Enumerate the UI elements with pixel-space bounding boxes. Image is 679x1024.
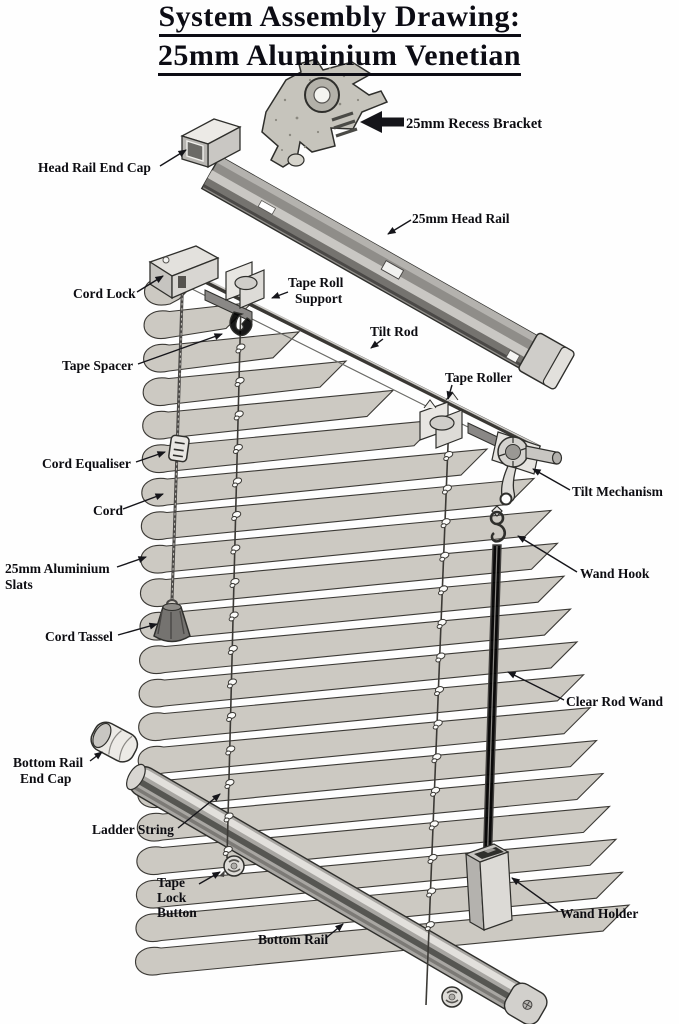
label-cord: Cord bbox=[93, 503, 123, 518]
ladder-clip bbox=[434, 686, 445, 697]
label-bottom-rail-end-cap-1: Bottom Rail bbox=[13, 755, 83, 770]
wand-holder-part bbox=[464, 843, 513, 932]
ladder-clip bbox=[428, 820, 439, 831]
label-tape-lock-button-1: Tape bbox=[157, 875, 185, 890]
bottom-rail-end-cap-part bbox=[90, 721, 139, 763]
ladder-clip bbox=[432, 719, 443, 730]
ladder-string-right bbox=[425, 419, 450, 1006]
ladder-clip bbox=[233, 410, 244, 421]
title-line-1: System Assembly Drawing: bbox=[158, 0, 521, 37]
label-wand-holder: Wand Holder bbox=[560, 906, 638, 921]
label-cord-tassel: Cord Tassel bbox=[45, 629, 113, 644]
label-tape-lock-button-2: Lock bbox=[157, 890, 187, 905]
label-bottom-rail: Bottom Rail bbox=[258, 932, 328, 947]
ladder-clip bbox=[431, 753, 442, 764]
cord-equaliser-part bbox=[168, 434, 190, 463]
label-head-rail-end-cap: Head Rail End Cap bbox=[38, 160, 151, 175]
ladder-clip bbox=[232, 477, 243, 488]
tape-lock-button-part bbox=[219, 855, 245, 877]
ladder-clip bbox=[439, 551, 450, 562]
labels: 25mm Recess Bracket Head Rail End Cap 25… bbox=[5, 116, 664, 947]
label-cord-equaliser: Cord Equaliser bbox=[42, 456, 131, 471]
recess-bracket-part bbox=[261, 58, 389, 168]
ladder-clip bbox=[224, 778, 235, 789]
label-tape-spacer: Tape Spacer bbox=[62, 358, 133, 373]
head-rail-hole bbox=[380, 259, 405, 280]
head-rail-end-cap-part bbox=[180, 118, 242, 169]
slat bbox=[138, 641, 579, 708]
ladder-clip bbox=[227, 644, 238, 655]
label-wand-hook: Wand Hook bbox=[580, 566, 650, 581]
ladder-clip bbox=[234, 376, 245, 387]
ladder-clip bbox=[426, 887, 437, 898]
head-rail-slot bbox=[257, 199, 277, 216]
ladder-clip bbox=[436, 618, 447, 629]
slat bbox=[140, 542, 559, 608]
slat bbox=[140, 509, 553, 574]
ladder-clip bbox=[440, 518, 451, 529]
ladder-clip bbox=[228, 611, 239, 622]
label-tape-roll-support-2: Support bbox=[295, 291, 343, 306]
label-tape-roll-support-1: Tape Roll bbox=[288, 275, 344, 290]
clips-layer bbox=[222, 343, 454, 932]
recess-bracket-arrow bbox=[360, 111, 404, 133]
label-slats-1: 25mm Aluminium bbox=[5, 561, 110, 576]
tilt-assembly bbox=[148, 245, 563, 543]
ladder-clip bbox=[443, 451, 454, 461]
cord-tassel-part bbox=[153, 599, 191, 643]
slat bbox=[138, 674, 585, 742]
label-tilt-mechanism: Tilt Mechanism bbox=[572, 484, 664, 499]
bottom-rail-part bbox=[126, 763, 548, 1024]
ladder-clip bbox=[441, 484, 452, 495]
ladder-clip bbox=[225, 745, 236, 756]
wand-hook-part bbox=[489, 505, 507, 543]
slat bbox=[143, 301, 254, 340]
page-title: System Assembly Drawing: 25mm Aluminium … bbox=[0, 0, 679, 78]
slat bbox=[143, 331, 301, 373]
label-cord-lock: Cord Lock bbox=[73, 286, 136, 301]
ladder-clip bbox=[232, 443, 243, 454]
slat bbox=[139, 608, 572, 675]
tape-roll-support-part bbox=[225, 261, 265, 309]
ladder-clip bbox=[222, 845, 233, 856]
ladder-clip bbox=[435, 652, 446, 663]
ladder-clip bbox=[437, 585, 449, 596]
ladder-clip bbox=[235, 343, 246, 354]
slat bbox=[141, 477, 536, 541]
slat bbox=[142, 389, 395, 440]
cord-lock-part bbox=[148, 245, 220, 300]
ladder-clip bbox=[223, 812, 234, 823]
slat bbox=[139, 575, 566, 641]
ladder-clip bbox=[427, 853, 438, 864]
label-tilt-rod: Tilt Rod bbox=[370, 324, 419, 339]
ladder-clip bbox=[226, 678, 238, 689]
label-tape-roller: Tape Roller bbox=[445, 370, 512, 385]
label-ladder-string: Ladder String bbox=[92, 822, 174, 837]
slat bbox=[141, 448, 489, 507]
head-rail-part bbox=[200, 155, 575, 390]
label-clear-rod-wand: Clear Rod Wand bbox=[566, 694, 664, 709]
label-recess-bracket: 25mm Recess Bracket bbox=[406, 116, 542, 132]
tape-lock-button-part-2 bbox=[441, 986, 463, 1008]
bracket-hole bbox=[313, 86, 331, 104]
label-bottom-rail-end-cap-2: End Cap bbox=[20, 771, 71, 786]
slat bbox=[142, 360, 348, 407]
ladder-clip bbox=[424, 921, 435, 932]
ladder-clip bbox=[230, 544, 241, 555]
slat bbox=[141, 419, 442, 474]
ladder-clip bbox=[229, 577, 240, 588]
label-slats-2: Slats bbox=[5, 577, 33, 592]
tilt-mechanism-part bbox=[491, 431, 563, 506]
tilt-rod-part bbox=[193, 273, 542, 451]
tape-spacer-part bbox=[229, 311, 253, 337]
label-tape-lock-button-3: Button bbox=[157, 905, 197, 920]
ladder-clip bbox=[231, 510, 242, 521]
ladder-clip bbox=[226, 711, 237, 722]
label-head-rail: 25mm Head Rail bbox=[412, 211, 510, 226]
leader-lines bbox=[89, 111, 578, 939]
ladder-clip bbox=[430, 786, 441, 797]
title-line-2: 25mm Aluminium Venetian bbox=[157, 39, 522, 76]
